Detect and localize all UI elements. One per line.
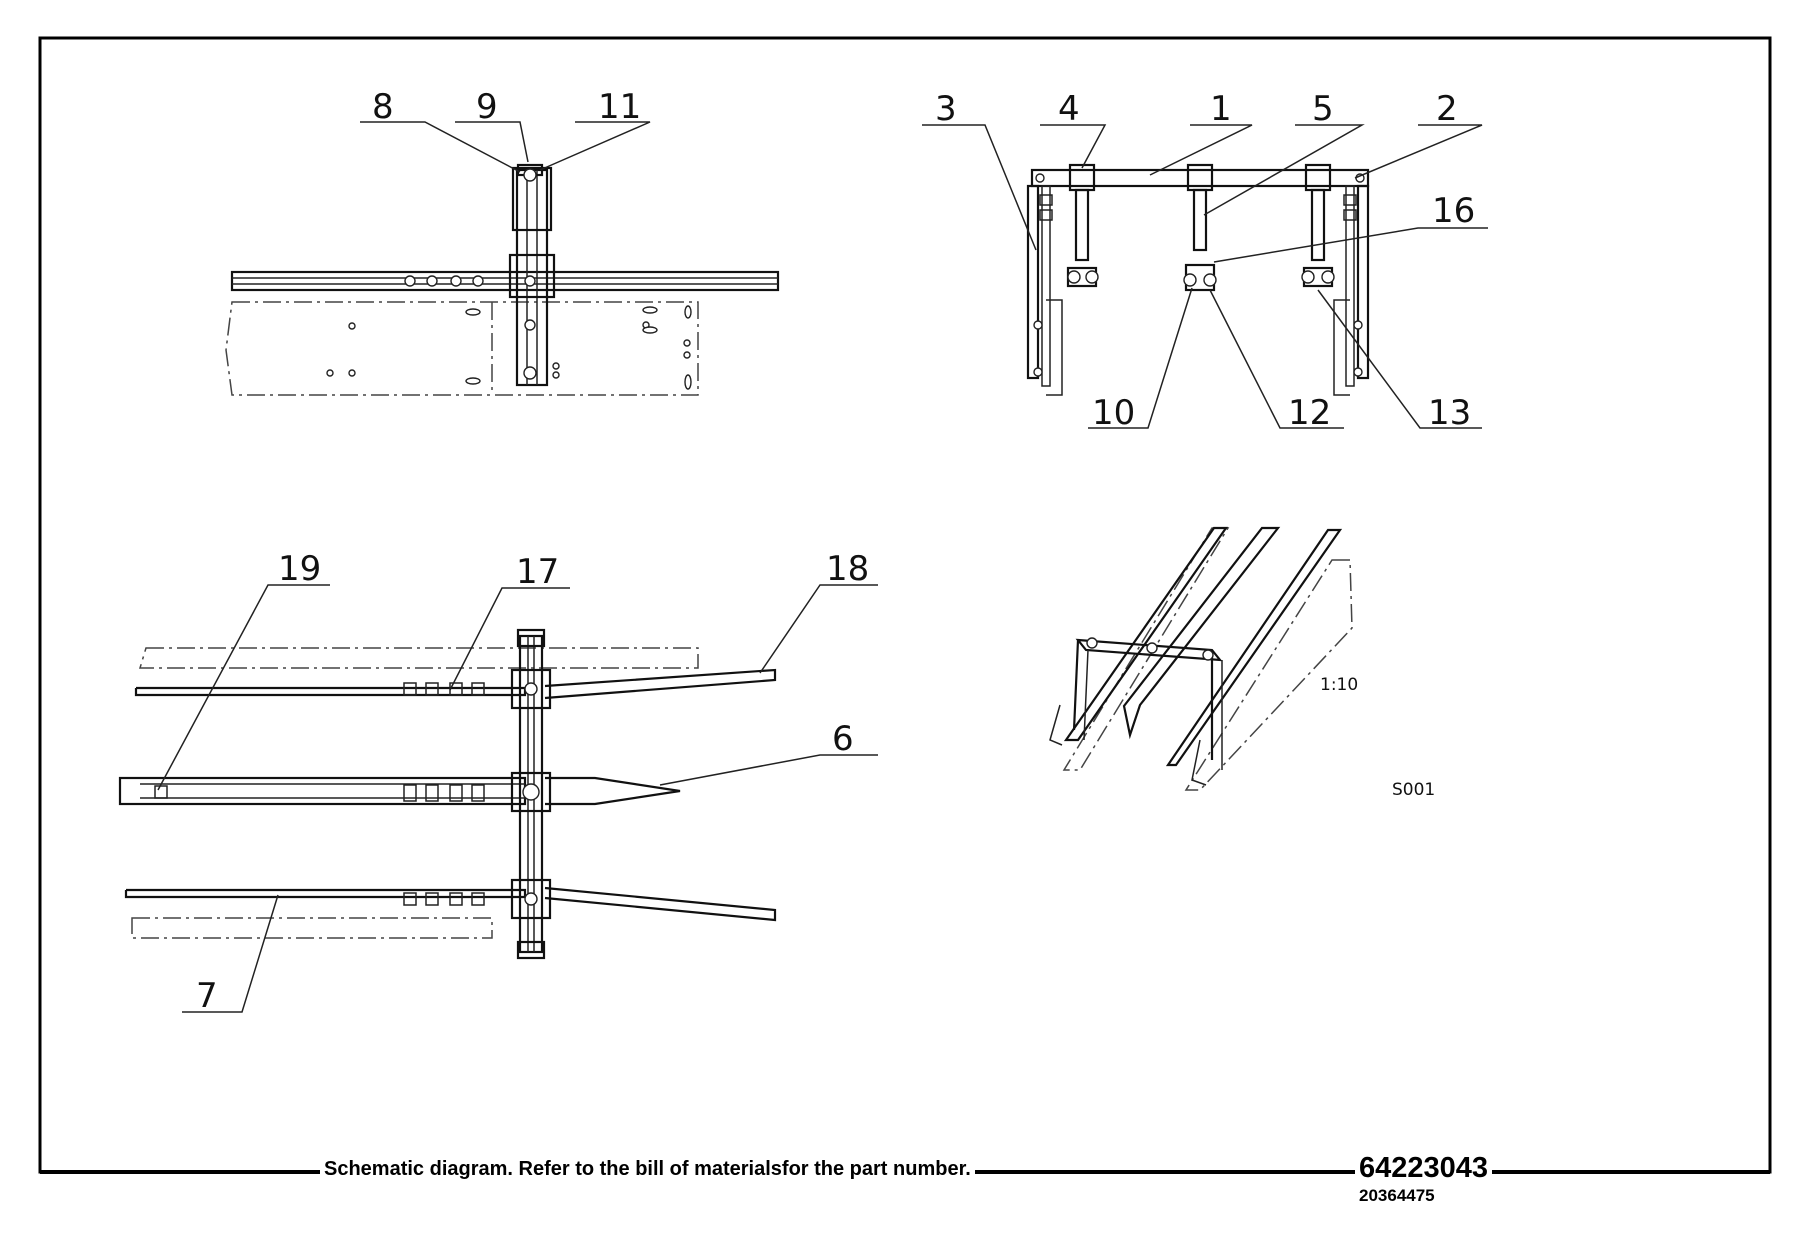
- label-19: 19: [278, 549, 321, 589]
- label-3: 3: [935, 89, 957, 129]
- label-16: 16: [1432, 191, 1475, 231]
- label-18: 18: [826, 549, 869, 589]
- label-2: 2: [1436, 89, 1458, 129]
- isometric-view: [1049, 526, 1353, 791]
- footer-note: Schematic diagram. Refer to the bill of …: [320, 1158, 975, 1181]
- bottom-left-view: [118, 584, 878, 1013]
- sheet-frame: [38, 36, 1772, 1174]
- label-13: 13: [1428, 393, 1471, 433]
- label-1: 1: [1210, 89, 1232, 129]
- top-left-view: [225, 121, 780, 396]
- label-5: 5: [1312, 89, 1334, 129]
- label-9: 9: [476, 87, 498, 127]
- top-right-view: [922, 124, 1488, 429]
- label-11: 11: [598, 87, 641, 127]
- label-7: 7: [196, 976, 218, 1016]
- label-10: 10: [1092, 393, 1135, 433]
- scale-label: 1:10: [1320, 675, 1358, 695]
- drawing-number: 64223043: [1355, 1152, 1493, 1185]
- label-8: 8: [372, 87, 394, 127]
- label-12: 12: [1288, 393, 1331, 433]
- sub-number: 20364475: [1359, 1186, 1435, 1205]
- label-6: 6: [832, 719, 854, 759]
- label-4: 4: [1058, 89, 1080, 129]
- label-17: 17: [516, 552, 559, 592]
- view-code: S001: [1392, 780, 1435, 800]
